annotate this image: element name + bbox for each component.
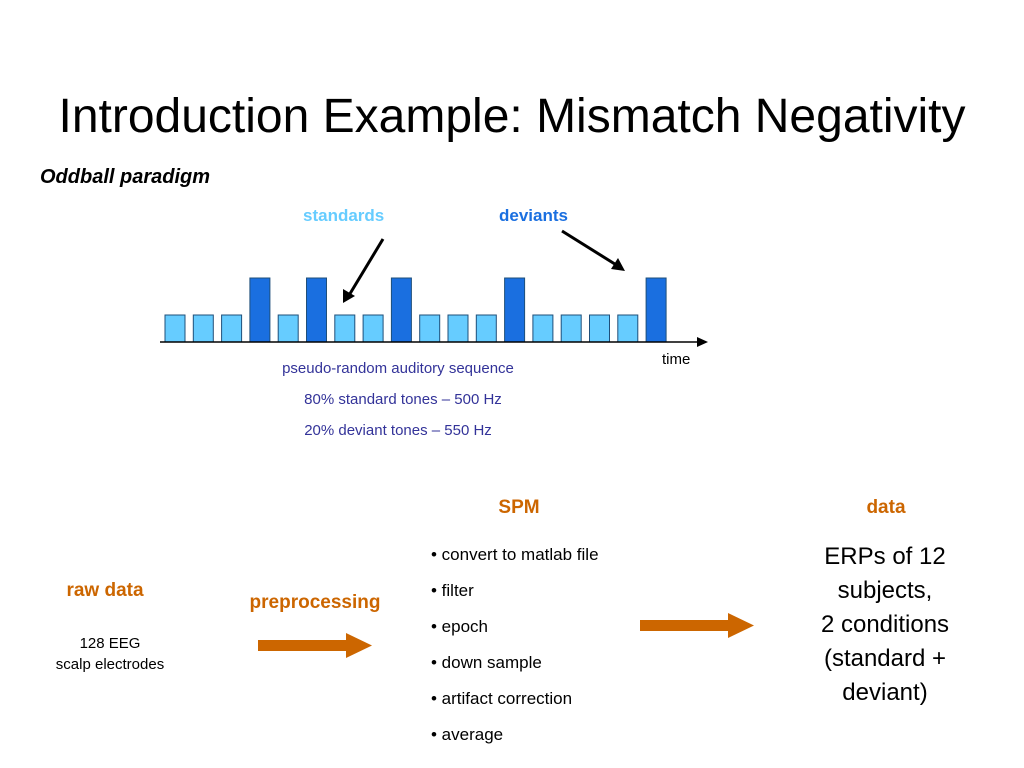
spm-steps-list: • convert to matlab file • filter • epoc… [431, 545, 599, 761]
tone-sequence [164, 277, 667, 343]
erp-description: ERPs of 12 subjects, 2 conditions (stand… [780, 540, 990, 710]
standard-tone-bar [475, 314, 497, 343]
deviant-tone-spec: 20% deviant tones – 550 Hz [304, 422, 492, 439]
raw-to-spm-arrow [258, 633, 372, 658]
deviants-pointer-arrow [561, 229, 619, 268]
deviant-tone-bar [645, 277, 667, 343]
spm-step: • average [431, 725, 504, 744]
spm-step: • artifact correction [431, 689, 573, 708]
deviant-tone-bar [306, 277, 327, 343]
erp-line: subjects, [837, 577, 933, 604]
raw-data-heading: raw data [66, 580, 144, 601]
deviant-tone-bar [504, 277, 526, 343]
standard-tone-bar [532, 314, 554, 343]
standard-tone-bar [419, 314, 441, 343]
time-axis-label: time [662, 351, 691, 368]
standard-tone-bar [334, 314, 356, 343]
spm-to-data-arrow [640, 613, 754, 638]
slide-title: Introduction Example: Mismatch Negativit… [58, 90, 966, 143]
paradigm-label: Oddball paradigm [40, 166, 211, 188]
raw-data-detail-line: 128 EEG [79, 635, 141, 652]
raw-data-detail-line: scalp electrodes [55, 656, 165, 673]
preprocessing-label: preprocessing [249, 592, 381, 613]
standard-tone-bar [277, 314, 299, 343]
spm-step: • convert to matlab file [431, 545, 599, 564]
standards-label: standards [303, 206, 385, 225]
time-axis-arrowhead [697, 337, 708, 347]
deviant-tone-bar [249, 277, 271, 343]
erp-line: (standard + [823, 645, 947, 672]
spm-step: • filter [431, 581, 474, 600]
standard-tone-bar [560, 314, 582, 343]
deviant-tone-bar [390, 277, 412, 343]
standard-tone-bar [362, 314, 384, 343]
standard-tone-bar [447, 314, 469, 343]
standard-tone-bar [617, 314, 639, 343]
standards-pointer-arrow [346, 238, 385, 298]
standard-tone-bar [192, 314, 214, 343]
deviants-pointer-arrowhead [611, 258, 625, 271]
spm-heading: SPM [498, 497, 540, 518]
raw-data-detail: 128 EEG scalp electrodes [40, 633, 180, 675]
standard-tone-spec: 80% standard tones – 500 Hz [304, 391, 502, 408]
erp-line: ERPs of 12 [824, 543, 946, 570]
deviants-label: deviants [499, 206, 568, 225]
standard-tone-bar [164, 314, 186, 343]
spm-step: • epoch [431, 617, 488, 636]
standards-pointer-arrowhead [343, 289, 355, 303]
data-heading: data [866, 497, 906, 518]
erp-line: 2 conditions [820, 611, 950, 638]
spm-step: • down sample [431, 653, 542, 672]
standard-tone-bar [221, 314, 243, 343]
erp-line: deviant) [842, 679, 928, 706]
sequence-description: pseudo-random auditory sequence [282, 360, 514, 377]
standard-tone-bar [589, 314, 610, 343]
